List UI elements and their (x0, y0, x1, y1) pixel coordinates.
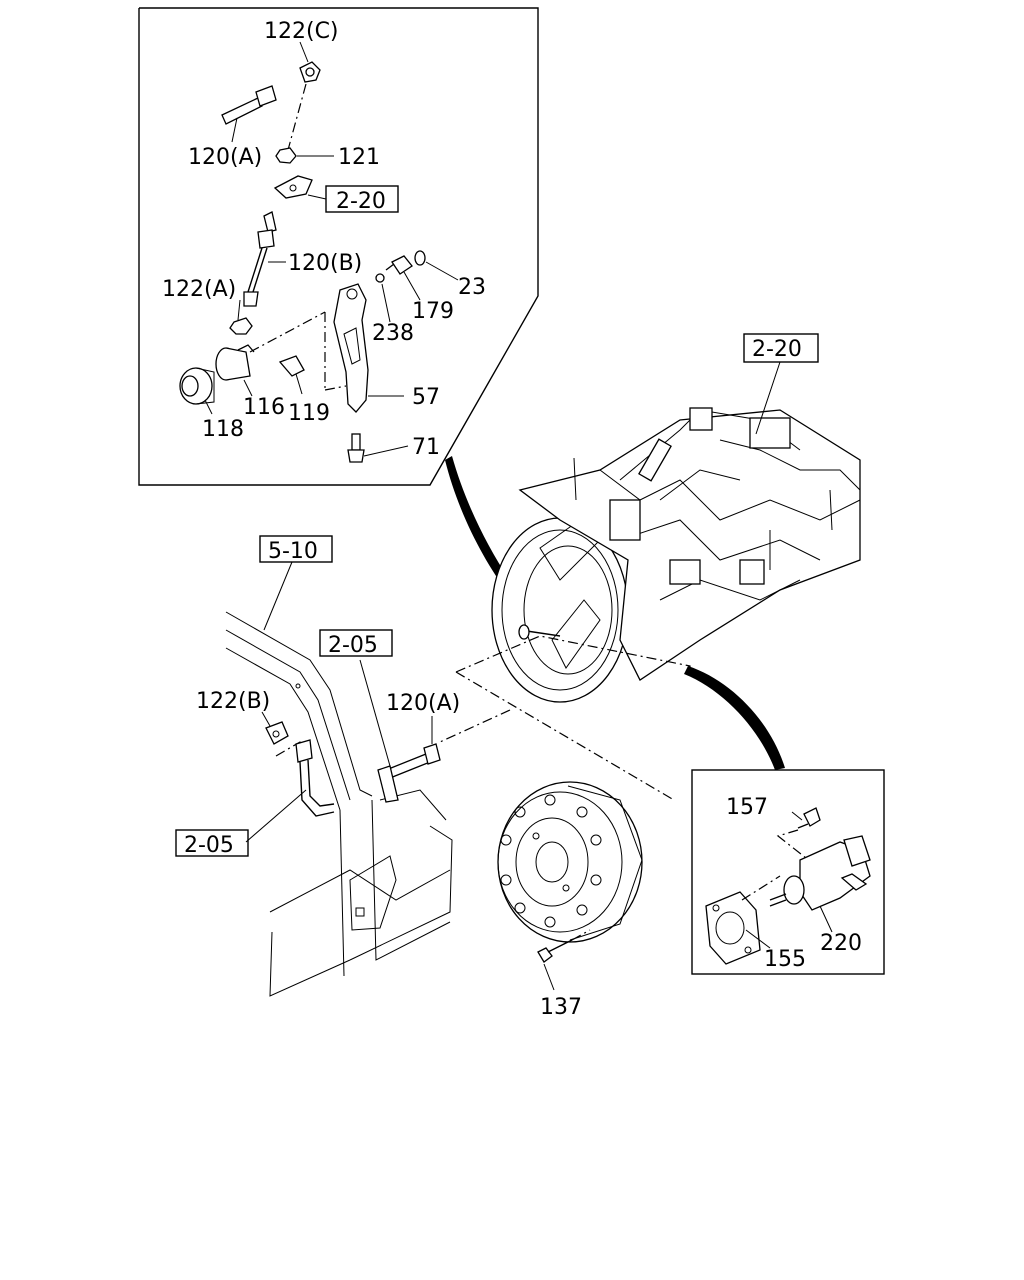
pipe-120a-top (221, 83, 307, 151)
callout-122c: 122(C) (264, 19, 339, 44)
callout-157: 157 (726, 795, 768, 820)
gasket-155 (705, 875, 781, 965)
callout-57: 57 (412, 385, 440, 410)
bearing-118 (179, 367, 215, 415)
bracket-2-20 (273, 175, 399, 213)
pipe-120a-mid: 2-05 120(A) (319, 629, 460, 803)
valve-220 (769, 835, 871, 933)
alignment-guide (455, 635, 691, 676)
ref-2-20-main: 2-20 (752, 337, 802, 362)
callout-116: 116 (243, 395, 285, 420)
callout-121: 121 (338, 145, 380, 170)
clutch-release-inset: 122(C) 120(A) 121 2-20 120(B) 122(A) 23 … (138, 7, 539, 486)
cylinder-116 (215, 311, 326, 397)
callout-120b: 120(B) (288, 251, 362, 276)
chassis-frame: 5-10 (225, 535, 453, 997)
callout-220: 220 (820, 931, 862, 956)
callout-118: 118 (202, 417, 244, 442)
callout-119: 119 (288, 401, 330, 426)
callout-71: 71 (412, 435, 440, 460)
callout-155: 155 (764, 947, 806, 972)
pointer-arrow-right (684, 666, 785, 770)
nut-121 (275, 147, 334, 164)
bolt-179 (385, 255, 421, 301)
transmission-assembly: 2-20 (491, 333, 861, 703)
callout-120a-top: 120(A) (188, 145, 262, 170)
ref-5-10: 5-10 (268, 539, 318, 564)
callout-122b: 122(B) (196, 689, 270, 714)
clip-119 (278, 355, 305, 395)
callout-122a: 122(A) (162, 277, 236, 302)
bolt-71 (347, 433, 409, 463)
pin-238 (375, 273, 391, 323)
callout-23: 23 (458, 275, 486, 300)
fitting-122c (299, 41, 321, 83)
bolt-157 (776, 807, 821, 859)
bolt-137: 137 (537, 929, 591, 1020)
callout-120a-mid: 120(A) (386, 691, 460, 716)
callout-137: 137 (540, 995, 582, 1020)
hose-2-05: 2-05 (175, 739, 335, 858)
pointer-arrow-top (445, 456, 540, 625)
callout-238: 238 (372, 321, 414, 346)
ref-2-20-inset: 2-20 (336, 189, 386, 214)
fitting-122b: 122(B) (196, 689, 305, 757)
ref-2-05-bottom: 2-05 (184, 833, 234, 858)
callout-179: 179 (412, 299, 454, 324)
washer-23 (414, 250, 459, 281)
release-fork-57 (324, 283, 404, 413)
ref-2-05-top: 2-05 (328, 633, 378, 658)
valve-inset: 157 155 220 (691, 769, 885, 975)
fitting-122a (229, 299, 253, 335)
hose-120b (243, 211, 286, 307)
clutch-cover (497, 781, 643, 943)
